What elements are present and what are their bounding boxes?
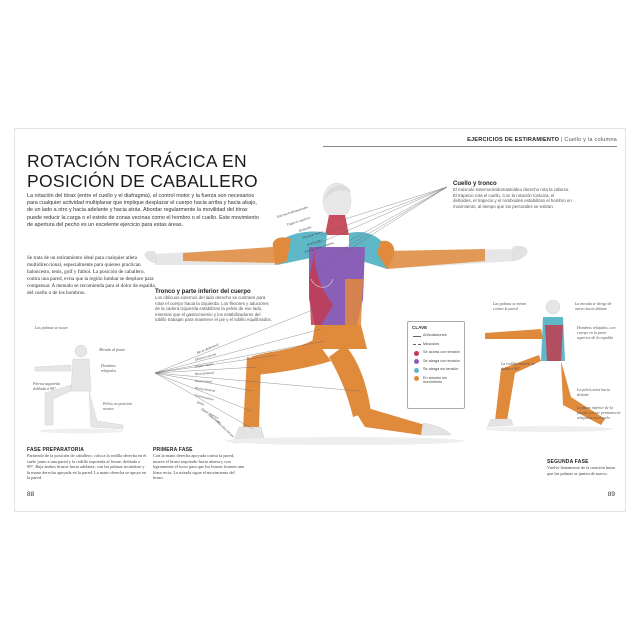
label-right-back: La parte inferior de la pierna y el pie … (577, 405, 621, 420)
legend-item: Músculos (412, 342, 460, 348)
phase-one-title: PRIMERA FASE (153, 447, 193, 453)
page-title: ROTACIÓN TORÁCICA EN POSICIÓN DE CABALLE… (27, 151, 277, 191)
label-palms: Las palmas se tocan (35, 325, 68, 330)
label-right-shoulders: Hombros relajados, con cuerpo en la part… (577, 325, 616, 340)
phase-prep-body: Partiendo de la posición de caballero, c… (27, 453, 147, 481)
main-figure-illustration (144, 182, 528, 445)
legend-item: Se alarga sin tensión (412, 367, 460, 373)
label-pelvis: Pelvis en posición neutra (103, 401, 133, 411)
callout-trunk-title: Tronco y parte inferior del cuerpo (155, 289, 251, 295)
phase-two-body: Vuelve lentamente de la rotación hasta q… (547, 465, 615, 476)
header-subsection: Cuello y la columna (564, 137, 617, 143)
anatomy-illustrations (34, 182, 613, 445)
second-phase-figure (485, 299, 613, 432)
callout-neck-body: El músculo esternocleidomastoideo derech… (453, 187, 572, 209)
prep-phase-figure (34, 344, 124, 434)
page-number-left: 88 (27, 491, 35, 498)
page-title-line1: ROTACIÓN TORÁCICA EN (27, 151, 247, 171)
intro-paragraph: La rotación del tórax (entre el cuello y… (27, 193, 259, 228)
phase-one-body: Con la mano derecha apoyada contra la pa… (153, 453, 244, 481)
phase-two: SEGUNDA FASE Vuelve lentamente de la rot… (547, 459, 617, 476)
page-title-line2: POSICIÓN DE CABALLERO (27, 171, 258, 191)
header-section: EJERCICIOS DE ESTIRAMIENTO (467, 137, 560, 143)
legend-item: Articulaciones (412, 333, 460, 339)
book-spread: EJERCICIOS DE ESTIRAMIENTO | Cuello y la… (14, 128, 626, 512)
running-header: EJERCICIOS DE ESTIRAMIENTO | Cuello y la… (467, 137, 617, 143)
label-leg: Pierna izquierda doblada a 90° (33, 381, 60, 391)
muscle-line-icon (412, 344, 421, 345)
intro-paragraph-secondary: Se trata de un estiramiento ideal para c… (27, 255, 156, 296)
legend-item: Se alarga con tensión (412, 359, 460, 365)
callout-trunk-lower: Tronco y parte inferior del cuerpo Los o… (155, 289, 273, 323)
legend-title: CLAVE (412, 325, 428, 330)
phase-prep-title: FASE PREPARATORIA (27, 447, 85, 453)
page-number-right: 89 (607, 491, 615, 498)
legend-item: Se acorta con tensión (412, 350, 460, 356)
orange-dot-icon (414, 376, 419, 381)
red-dot-icon (414, 350, 419, 356)
joint-line-icon (412, 335, 421, 337)
muscle-label: Vasto lateral (194, 379, 213, 384)
leader-lines (154, 186, 448, 430)
label-shoulders: Hombros relajados (101, 363, 116, 373)
header-rule (323, 146, 617, 147)
label-right-pelvis: La pelvis mira hacia delante (577, 387, 610, 397)
legend-item: En tensión sin movimiento (412, 376, 460, 385)
label-right-gaze: La mirada se dirige de nuevo hacia delan… (575, 301, 612, 311)
legend-box: CLAVE Articulaciones Músculos Se acorta … (407, 321, 465, 409)
teal-dot-icon (414, 367, 419, 373)
phase-prep: FASE PREPARATORIA Partiendo de la posici… (27, 447, 147, 481)
label-gaze: Mirada al frente (99, 347, 126, 352)
purple-dot-icon (414, 359, 419, 364)
phase-one: PRIMERA FASE Con la mano derecha apoyada… (153, 447, 245, 481)
callout-neck-trunk: Cuello y tronco El músculo esternocleido… (453, 181, 573, 209)
phase-two-title: SEGUNDA FASE (547, 459, 589, 465)
label-right-knee: La rodilla exterior se dobla a 90° (501, 361, 535, 371)
label-right-palms: Las palmas se miran contra la pared (493, 301, 527, 311)
callout-neck-title: Cuello y tronco (453, 181, 497, 187)
header-separator: | (560, 137, 563, 143)
callout-trunk-body: Los oblicuos externos del lado derecho s… (155, 295, 272, 323)
